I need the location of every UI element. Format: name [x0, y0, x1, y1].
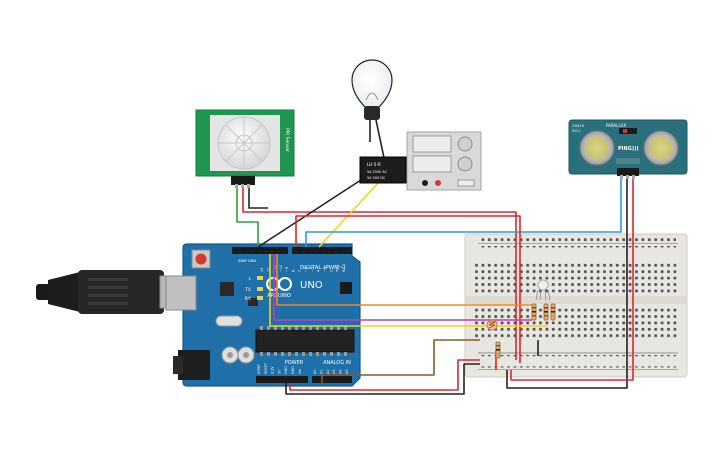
arduino-logo: ARDUINO: [266, 277, 292, 299]
wire-relay-signal: [318, 181, 380, 248]
arduino-model: UNO: [300, 280, 323, 291]
pin-label: 3.3V: [271, 366, 275, 374]
pir-side-text: PIR Sensor: [284, 128, 290, 152]
wire-relay-gnd: [257, 177, 365, 248]
analog-label: ANALOG IN: [323, 360, 351, 366]
wire-ping-vcc: [510, 178, 634, 381]
usb-socket: [165, 275, 197, 311]
power-label: POWER: [285, 360, 304, 366]
ping-volt: 5V-C: [572, 128, 581, 133]
ping-logo: PING))): [618, 146, 639, 152]
resistor: [543, 303, 549, 321]
led-l-label: L: [248, 276, 251, 282]
wire-ping-signal: [305, 178, 622, 247]
pin-label: Vin: [298, 369, 302, 374]
led-tx: [257, 287, 263, 291]
reset-button[interactable]: [195, 253, 207, 265]
wire-led-3: [269, 254, 548, 327]
pin-label: 4: [317, 270, 321, 272]
top-rail-1: [480, 238, 676, 243]
atmega-chip: [255, 329, 355, 353]
power-supply: [406, 131, 482, 191]
ping-transducer-right: [643, 130, 679, 166]
terminal-strip-lower: [473, 307, 678, 339]
gnd-label: GND: [248, 259, 256, 263]
pin-label: GND: [284, 366, 288, 374]
pin-label: IOREF: [257, 364, 261, 374]
pin-label: 12: [266, 268, 270, 272]
pir-sensor: PIR Sensor: [195, 109, 295, 188]
pin-label: A0: [313, 370, 317, 374]
pin-label: ~9: [285, 267, 289, 272]
psu-display-1: [412, 135, 452, 153]
wire-5v-rail: [295, 215, 521, 363]
arduino-uno-board: L TX RX ARDUINO UNO DIGITAL (PWM~) AREF …: [165, 243, 361, 387]
led-rx: [257, 296, 263, 300]
pin-label: 5V: [277, 369, 281, 374]
pin-label: ~10: [279, 265, 283, 272]
pin-label: ~3: [323, 267, 327, 272]
rgb-led: [535, 279, 551, 301]
ping-brand: PARALLAX: [606, 123, 627, 128]
top-rail-2: [480, 246, 676, 251]
pin-label: GND: [291, 366, 295, 374]
ping-transducer-left: [579, 130, 615, 166]
psu-display-2: [412, 155, 452, 173]
led-rx-label: RX: [245, 296, 251, 302]
relay-module: LU-5-R 5A 250V AC 5A 30V DC: [359, 156, 407, 184]
pin-label: A1: [319, 370, 323, 374]
analog-header: [312, 376, 352, 383]
bottom-rail-1: [480, 355, 676, 360]
psu-terminal-pos: [435, 180, 441, 186]
bottom-rail-2: [480, 363, 676, 368]
digital-label: DIGITAL (PWM~): [300, 265, 346, 271]
light-bulb: [351, 59, 393, 120]
pin-label: 8: [292, 270, 296, 272]
resistor: [550, 303, 556, 321]
relay-spec-2: 5A 30V DC: [367, 176, 386, 180]
pin-label: A4: [339, 370, 343, 374]
psu-terminal-neg: [422, 180, 428, 186]
pin-label: A5: [345, 370, 349, 374]
relay-title: LU-5-R: [367, 162, 381, 167]
pin-label: 13: [260, 268, 264, 272]
terminal-strip-upper: [473, 261, 678, 293]
wire-pir-vcc: [242, 186, 517, 360]
wire-led-2: [273, 254, 532, 321]
pin-label: 2: [329, 270, 333, 272]
ping-model: 29015: [572, 123, 585, 128]
wire-led-1: [276, 254, 536, 306]
pin-label: RX 0: [342, 264, 346, 272]
resistor: [495, 341, 501, 359]
photoresistor: [486, 319, 498, 331]
pin-label: ~6: [304, 267, 308, 272]
wire-power-rail: [289, 359, 480, 391]
ping-ultrasonic-sensor: 29015 5V-C PARALLAX PING))): [568, 119, 688, 179]
pin-label: ~5: [310, 267, 314, 272]
resistor: [531, 303, 537, 321]
wire-ldr-analog: [321, 339, 480, 383]
crystal: [215, 315, 243, 327]
power-jack: [178, 350, 210, 380]
wire-gnd-rail: [285, 363, 480, 395]
psu-knob-1[interactable]: [457, 136, 473, 152]
wires: [236, 119, 634, 395]
pin-label: RESET: [264, 362, 268, 374]
wire-pir-out: [236, 186, 259, 247]
led-tx-label: TX: [244, 287, 251, 293]
pin-label: TX 1: [336, 264, 340, 273]
pin-label: 7: [298, 270, 302, 272]
psu-knob-2[interactable]: [457, 156, 473, 172]
wire-ping-gnd: [506, 178, 628, 389]
arduino-brand: ARDUINO: [267, 293, 291, 299]
aref-label: AREF: [238, 259, 247, 263]
pin-label: A3: [332, 370, 336, 374]
power-header: [256, 376, 308, 383]
relay-spec-1: 5A 250V AC: [367, 170, 388, 174]
pin-label: A2: [326, 370, 330, 374]
led-l: [257, 276, 263, 280]
